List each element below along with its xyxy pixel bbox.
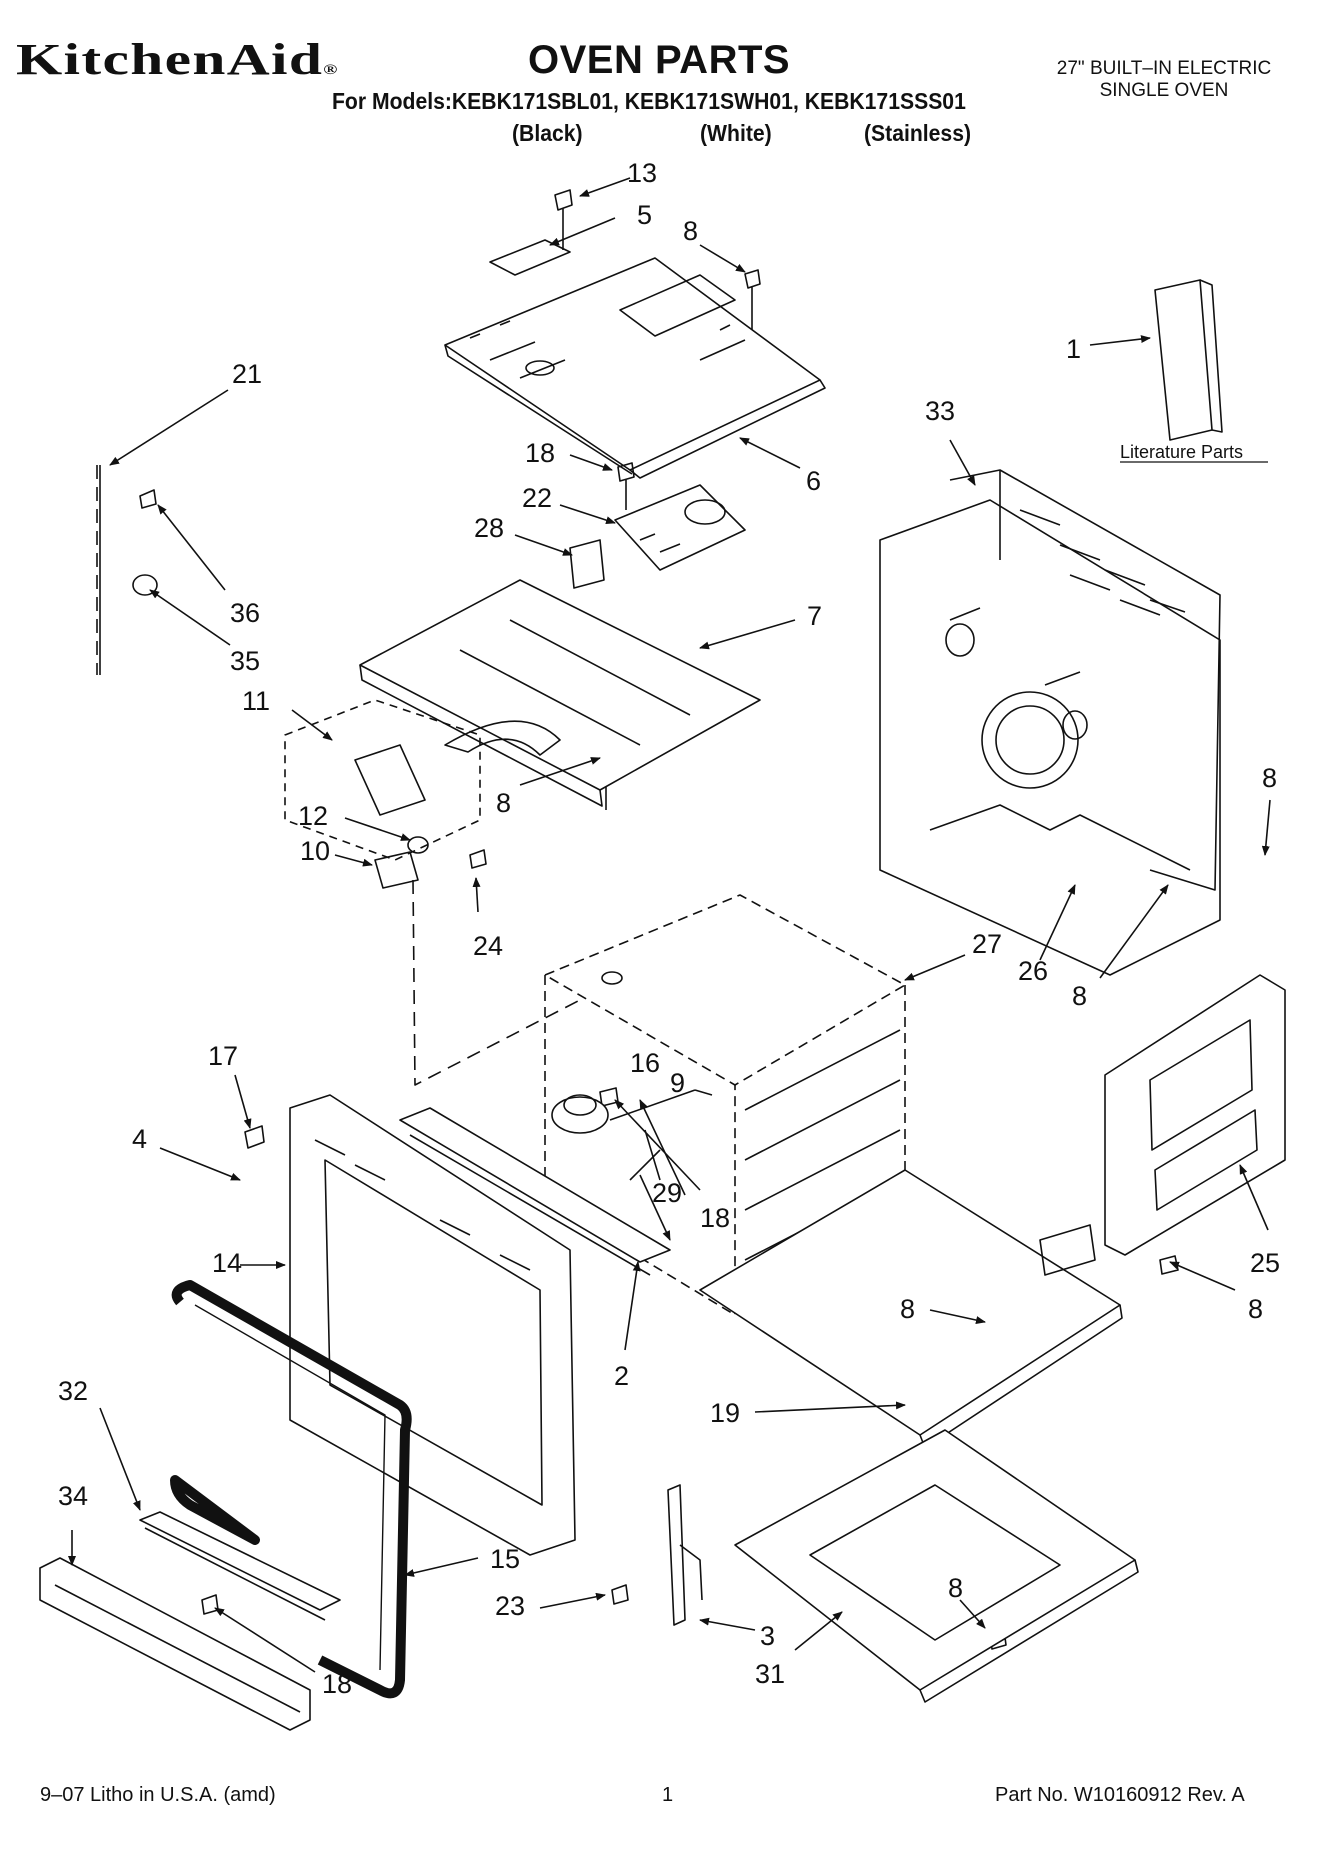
callout-24: 24 [473, 931, 503, 961]
literature-booklet [1154, 279, 1223, 441]
callout-18: 18 [700, 1203, 730, 1233]
brand-logo: KitchenAid® [16, 35, 339, 84]
callout-labels: 13 5 8 1 21 33 18 6 22 28 7 36 35 11 8 1… [58, 158, 1280, 1699]
callout-6: 6 [806, 466, 821, 496]
front-trim [399, 1107, 671, 1276]
oven-type-line1: 27" BUILT–IN ELECTRIC [1056, 58, 1272, 79]
callout-32: 32 [58, 1376, 88, 1406]
callout-26: 26 [1018, 956, 1048, 986]
callout-8: 8 [1072, 981, 1087, 1011]
callout-7: 7 [807, 601, 822, 631]
callout-8: 8 [1248, 1294, 1263, 1324]
callout-35: 35 [230, 646, 260, 676]
door-gasket [170, 1280, 412, 1699]
light-parts [354, 744, 429, 889]
callout-8: 8 [900, 1294, 915, 1324]
callout-8: 8 [496, 788, 511, 818]
literature-parts-label: Literature Parts [1120, 442, 1243, 462]
kick-plate [39, 1557, 311, 1731]
litho-note: 9–07 Litho in U.S.A. (amd) [40, 1784, 276, 1806]
callout-10: 10 [300, 836, 330, 866]
callout-8: 8 [948, 1573, 963, 1603]
callout-17: 17 [208, 1041, 238, 1071]
variant-stainless: (Stainless) [864, 120, 972, 146]
callout-15: 15 [490, 1544, 520, 1574]
callout-3: 3 [760, 1621, 775, 1651]
callout-36: 36 [230, 598, 260, 628]
support-bracket [667, 1484, 703, 1626]
rear-shield [949, 469, 1221, 891]
top-vent-plate [444, 257, 826, 479]
callout-29: 29 [652, 1178, 682, 1208]
variant-black: (Black) [512, 120, 583, 146]
callout-9: 9 [670, 1068, 685, 1098]
variant-white: (White) [700, 120, 772, 146]
assembly-leaders [96, 465, 581, 1086]
oven-base [734, 1429, 1139, 1703]
callout-8: 8 [1262, 763, 1277, 793]
front-frame [289, 1094, 576, 1556]
callout-4: 4 [132, 1124, 147, 1154]
rear-panel [879, 499, 1221, 976]
page-number: 1 [662, 1784, 674, 1806]
part-number: Part No. W10160912 Rev. A [995, 1784, 1245, 1806]
callout-5: 5 [637, 200, 652, 230]
cavity-racks [601, 971, 901, 1261]
side-bracket [1104, 974, 1286, 1256]
callout-1: 1 [1066, 334, 1081, 364]
oven-type-line2: SINGLE OVEN [1099, 80, 1229, 101]
callout-14: 14 [212, 1248, 242, 1278]
callout-22: 22 [522, 483, 552, 513]
models-line: For Models:KEBK171SBL01, KEBK171SWH01, K… [332, 88, 966, 114]
oven-type: 27" BUILT–IN ELECTRIC SINGLE OVEN [1034, 58, 1294, 102]
callout-23: 23 [495, 1591, 525, 1621]
callout-18: 18 [322, 1669, 352, 1699]
callout-34: 34 [58, 1481, 88, 1511]
bake-element-terminal [551, 1089, 713, 1181]
callout-28: 28 [474, 513, 504, 543]
callout-11: 11 [242, 686, 270, 716]
leader-lines [68, 177, 1271, 1673]
callout-12: 12 [298, 801, 328, 831]
callout-31: 31 [755, 1659, 785, 1689]
callout-27: 27 [972, 929, 1002, 959]
door-lock-assembly [614, 484, 746, 571]
oven-top-plate [359, 579, 761, 807]
callout-21: 21 [232, 359, 262, 389]
callout-18: 18 [525, 438, 555, 468]
callout-2: 2 [614, 1361, 629, 1391]
callout-16: 16 [630, 1048, 660, 1078]
callout-19: 19 [710, 1398, 740, 1428]
page-title: OVEN PARTS [528, 38, 791, 82]
header: KitchenAid® OVEN PARTS For Models:KEBK17… [0, 0, 1339, 160]
side-panel [99, 465, 158, 675]
callout-33: 33 [925, 396, 955, 426]
callout-8: 8 [683, 216, 698, 246]
thermostat-switch [569, 539, 605, 589]
vent-grille [139, 1511, 341, 1621]
callout-13: 13 [627, 158, 657, 188]
vent-bracket [489, 239, 571, 276]
footer: 9–07 Litho in U.S.A. (amd) 1 Part No. W1… [0, 1780, 1339, 1820]
callout-25: 25 [1250, 1248, 1280, 1278]
